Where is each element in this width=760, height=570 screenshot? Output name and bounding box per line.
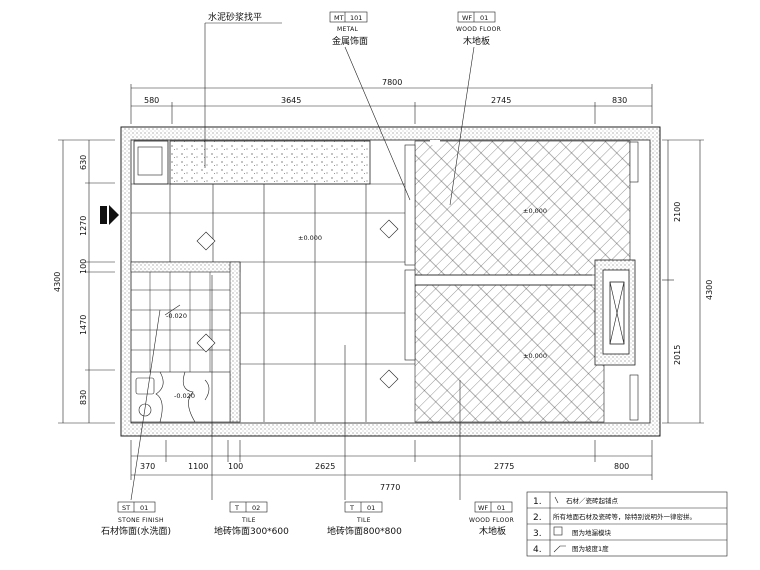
bottom-callout-1-en: STONE FINISH (118, 517, 164, 524)
dim-left-5: 830 (79, 390, 88, 405)
legend-2-text: 所有地面石材及瓷砖等，除特别说明外一律密拼。 (553, 512, 696, 521)
dim-bottom-1: 370 (140, 462, 155, 471)
callout-boxes-top (329, 11, 496, 23)
bottom-callout-2-cn: 地砖饰面300*600 (214, 525, 289, 537)
dim-bottom-6: 800 (614, 462, 629, 471)
wood-num: 01 (480, 14, 488, 22)
legend-1-no: 1. (533, 497, 542, 507)
bottom-callout-2-en: TILE (241, 517, 256, 524)
callout-boxes-bottom (117, 501, 513, 513)
stone-counter (133, 140, 371, 185)
bottom-callout-4-num: 01 (497, 504, 505, 512)
bottom-dimension-lines (130, 440, 653, 480)
metal-en: METAL (337, 26, 358, 33)
level-bath2: -0.020 (174, 392, 195, 400)
dim-bottom-2: 1100 (188, 462, 208, 471)
entry-arrow-icon (100, 205, 119, 225)
dim-left-4: 1470 (79, 315, 88, 335)
dim-top-total: 7800 (382, 78, 402, 87)
bottom-callout-4-cn: 木地板 (479, 525, 506, 537)
legend-4-no: 4. (533, 545, 542, 555)
dim-bottom-5: 2775 (494, 462, 514, 471)
dim-left-1: 630 (79, 155, 88, 170)
level-bath: -0.020 (166, 312, 187, 320)
metal-tag: MT (334, 14, 344, 22)
right-dimension-lines (662, 139, 704, 424)
dim-bottom-total: 7770 (380, 483, 400, 492)
dim-top-3: 2745 (491, 96, 511, 105)
bottom-callout-3-en: TILE (356, 517, 371, 524)
level-main: ±0.000 (298, 234, 322, 242)
bottom-callout-1-cn: 石材饰面(水洗面) (101, 525, 171, 537)
legend-4-text: 图为坡度1度 (572, 544, 609, 553)
dim-bottom-3: 100 (228, 462, 243, 471)
level-wood-top: ±0.000 (523, 207, 547, 215)
dim-left-total: 4300 (53, 272, 62, 292)
bathroom (130, 261, 241, 423)
dim-right-total: 4300 (705, 280, 714, 300)
legend-table (526, 491, 728, 557)
wood-cn: 木地板 (463, 35, 490, 47)
wood-tag: WF (462, 14, 472, 22)
dim-top-2: 3645 (281, 96, 301, 105)
bottom-callout-1-num: 01 (140, 504, 148, 512)
wood-en: WOOD FLOOR (456, 26, 501, 33)
dim-left-2: 1270 (79, 216, 88, 236)
bottom-callout-2-num: 02 (252, 504, 260, 512)
bottom-callout-3-cn: 地砖饰面800*800 (327, 525, 402, 537)
bottom-callout-4-en: WOOD FLOOR (469, 517, 514, 524)
dim-top-1: 580 (144, 96, 159, 105)
legend-2-no: 2. (533, 513, 542, 523)
top-dimension-lines (130, 84, 653, 124)
metal-cn: 金属饰面 (332, 35, 368, 47)
dim-top-4: 830 (612, 96, 627, 105)
metal-num: 101 (350, 14, 362, 22)
bottom-callout-2-tag: T (234, 504, 239, 512)
bottom-callout-3-tag: T (349, 504, 354, 512)
dim-left-3: 100 (79, 259, 88, 274)
left-dimension-lines (58, 139, 115, 424)
bottom-callout-1-tag: ST (122, 504, 130, 512)
leader-lines (130, 22, 475, 501)
dim-bottom-4: 2625 (315, 462, 335, 471)
cement-callout: 水泥砂浆找平 (208, 11, 262, 23)
wood-floor-area (414, 140, 639, 423)
bottom-callout-3-num: 01 (367, 504, 375, 512)
bottom-callout-4-tag: WF (478, 504, 488, 512)
level-wood-bottom: ±0.000 (523, 352, 547, 360)
legend-3-no: 3. (533, 529, 542, 539)
dim-right-2: 2015 (673, 345, 682, 365)
legend-3-text: 图为地漏模块 (572, 528, 612, 537)
detail-tags (196, 219, 399, 389)
legend-1-text: 石材／瓷砖起铺点 (566, 496, 619, 505)
dim-right-1: 2100 (673, 202, 682, 222)
